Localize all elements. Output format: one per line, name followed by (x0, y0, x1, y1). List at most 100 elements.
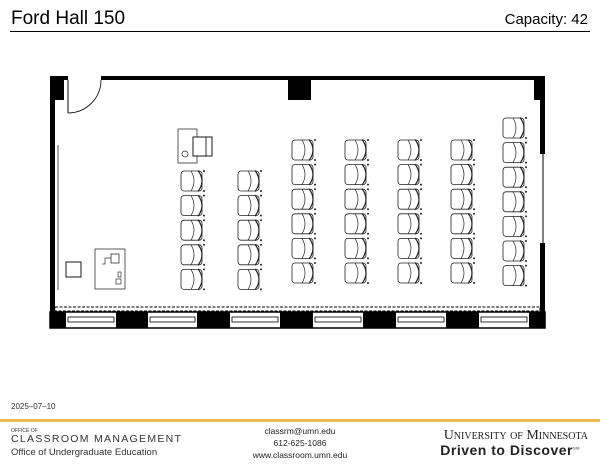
chair-leg (367, 163, 369, 166)
chair-leg (314, 262, 316, 264)
contact-email[interactable]: classrm@umn.edu (264, 426, 336, 436)
student-chair (291, 262, 316, 284)
chair-back (519, 117, 525, 139)
chair-seat (344, 164, 367, 186)
chair-leg (525, 161, 527, 164)
header-divider (10, 31, 590, 32)
chair-back (361, 163, 367, 186)
chair-seat (344, 237, 367, 259)
contact-website[interactable]: www.classroom.umn.edu (252, 450, 348, 460)
chair-seat (502, 166, 525, 188)
window (480, 316, 528, 323)
chair-seat-edge (407, 238, 412, 259)
chair-back (414, 163, 420, 186)
chair-back (197, 268, 203, 291)
window (397, 316, 445, 323)
instructor-chair (192, 136, 213, 157)
chair-seat (237, 170, 260, 192)
chair-back (467, 237, 473, 260)
chair-leg (260, 219, 262, 222)
chair-seat (180, 219, 203, 241)
presenter-chair (65, 261, 82, 278)
chair-back (308, 139, 314, 161)
student-chair (450, 212, 475, 235)
chair-leg (367, 159, 369, 161)
chair-back (414, 237, 420, 260)
student-chair (397, 163, 422, 186)
chair-leg (314, 232, 316, 235)
chair-seat-edge (301, 189, 306, 210)
chair-seat-edge (190, 195, 195, 216)
chair-back (519, 264, 525, 287)
chair-leg (525, 235, 527, 238)
chair-leg (473, 159, 475, 161)
student-chair (237, 170, 262, 192)
chair-back (254, 170, 260, 192)
chair-leg (314, 183, 316, 186)
chair-seat (180, 195, 203, 217)
chair-back (519, 240, 525, 262)
chair-back (467, 139, 473, 161)
chair-back (467, 163, 473, 186)
chair-back (361, 262, 367, 284)
chair-back (467, 212, 473, 235)
student-chair (291, 212, 316, 235)
chair-leg (473, 237, 475, 240)
chair-seat (397, 262, 420, 284)
chair-back (254, 243, 260, 266)
student-chair (237, 219, 262, 242)
student-chair (450, 262, 475, 284)
chair-leg (525, 240, 527, 242)
chair-seat-edge (247, 220, 252, 241)
chair-seat (502, 191, 525, 213)
chair-back (519, 166, 525, 189)
chair-seat (502, 265, 525, 287)
chair-seat-edge (301, 139, 306, 161)
student-chair (344, 212, 369, 235)
chair-seat-edge (301, 213, 306, 234)
top-wall (101, 76, 545, 80)
chair-leg (420, 237, 422, 240)
chair-seat-edge (354, 189, 359, 210)
chair-leg (420, 262, 422, 264)
student-chair (180, 243, 205, 266)
chair-leg (420, 208, 422, 211)
room-title: Ford Hall 150 (11, 8, 126, 29)
student-chair (502, 264, 527, 287)
chair-seat-edge (190, 220, 195, 241)
window-ledge (54, 306, 541, 312)
furniture (65, 128, 213, 290)
chair-seat-edge (407, 213, 412, 234)
chair-leg (260, 194, 262, 197)
chair-seat-edge (512, 265, 517, 286)
chair-leg (525, 260, 527, 262)
student-chair (180, 170, 205, 192)
chair-seat (237, 195, 260, 217)
chair-back (519, 141, 525, 164)
right-wall (540, 76, 545, 154)
column (197, 312, 230, 328)
chair-leg (260, 170, 262, 172)
chair-back (414, 188, 420, 211)
computer-icon (110, 253, 120, 264)
chair-seat-edge (460, 189, 465, 210)
chair-leg (367, 257, 369, 260)
column (50, 312, 66, 328)
chair-seat (397, 237, 420, 259)
student-chair (450, 163, 475, 186)
chair-seat (397, 164, 420, 186)
chair-leg (203, 239, 205, 242)
chair-seat-edge (512, 216, 517, 237)
chair-leg (203, 214, 205, 217)
student-chair (237, 268, 262, 291)
student-chair (450, 237, 475, 260)
window (314, 316, 362, 323)
chair-back (308, 163, 314, 186)
chair-leg (314, 163, 316, 166)
chair-seat (450, 164, 473, 186)
chair-leg (260, 239, 262, 242)
chair-leg (473, 208, 475, 211)
student-chair (237, 194, 262, 217)
student-chair (502, 190, 527, 213)
chair-leg (203, 268, 205, 271)
